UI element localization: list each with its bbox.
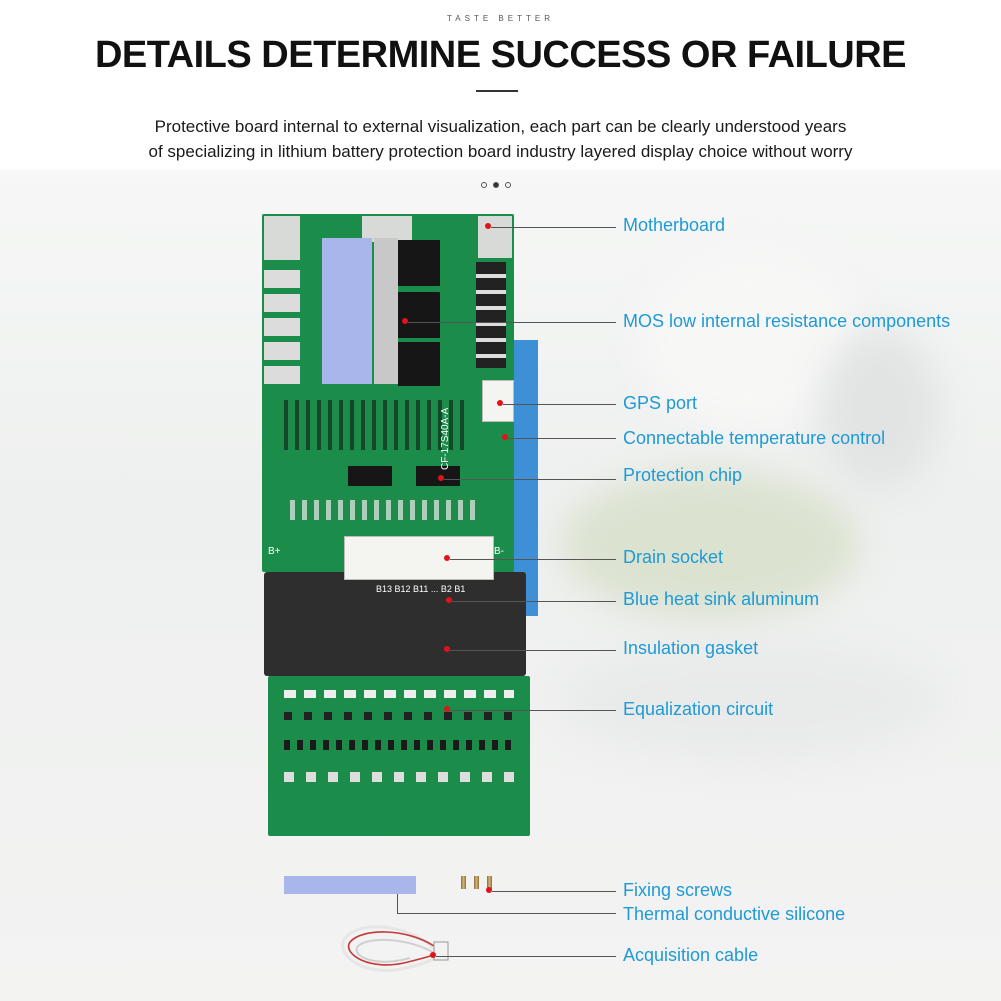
leader-line — [450, 559, 616, 560]
trace-area — [290, 500, 480, 520]
label-thermal-silicone: Thermal conductive silicone — [623, 904, 846, 924]
label-mos: MOS low internal resistance components — [623, 311, 951, 331]
leader-line — [408, 322, 616, 323]
subtitle-line-1: Protective board internal to external vi… — [154, 117, 847, 136]
leader-line — [397, 913, 616, 914]
label-temperature-control: Connectable temperature control — [623, 428, 886, 448]
pad-strip — [264, 270, 300, 388]
mos-frame — [374, 238, 398, 384]
label-acquisition-cable: Acquisition cable — [623, 945, 759, 965]
drain-socket-connector — [344, 536, 494, 580]
resistor-row — [284, 690, 514, 698]
marker-cable — [430, 952, 436, 958]
fixing-screw — [474, 876, 479, 889]
label-protection-chip: Protection chip — [623, 465, 743, 485]
leader-line — [450, 650, 616, 651]
leader-line — [450, 710, 616, 711]
background-table — [560, 640, 940, 760]
marker-mos — [402, 318, 408, 324]
leader-line — [436, 956, 616, 957]
carousel-dot[interactable] — [505, 182, 511, 188]
marker-temperature-control — [502, 434, 508, 440]
subtitle-line-2: of specializing in lithium battery prote… — [148, 142, 853, 161]
leader-line — [508, 438, 616, 439]
insulation-gasket — [264, 572, 526, 676]
label-drain-socket: Drain socket — [623, 547, 724, 567]
label-insulation-gasket: Insulation gasket — [623, 638, 759, 658]
leader-line — [452, 601, 616, 602]
equalization-board — [268, 676, 530, 836]
marker-screws — [486, 887, 492, 893]
marker-gps-port — [497, 400, 503, 406]
carousel-dots[interactable] — [481, 182, 511, 188]
pin-labels: B13 B12 B11 ... B2 B1 — [376, 584, 466, 594]
transistor-row — [284, 740, 514, 750]
background-frame — [820, 330, 940, 490]
model-mark: CF-17S40A-A — [440, 407, 451, 470]
acquisition-cable — [341, 925, 449, 972]
leader-line — [503, 404, 616, 405]
label-heatsink: Blue heat sink aluminum — [623, 589, 820, 609]
marker-drain-socket — [444, 555, 450, 561]
leader-line-vertical — [397, 894, 398, 913]
label-fixing-screws: Fixing screws — [623, 880, 733, 900]
label-gps-port: GPS port — [623, 393, 698, 413]
resistor-row — [284, 772, 514, 782]
marker-gasket — [444, 646, 450, 652]
marker-motherboard — [485, 223, 491, 229]
label-motherboard: Motherboard — [623, 215, 726, 235]
marker-protection-chip — [438, 475, 444, 481]
marker-equalization — [444, 706, 450, 712]
thermal-pad-on-board — [322, 238, 372, 384]
background-sofa — [560, 470, 860, 620]
mos-transistor — [398, 342, 440, 386]
fixing-screw — [461, 876, 466, 889]
page-title: DETAILS DETERMINE SUCCESS OR FAILURE — [94, 34, 907, 76]
smd-array — [284, 400, 464, 450]
copper-pad — [478, 216, 512, 258]
leader-line — [492, 891, 616, 892]
copper-pad — [362, 216, 412, 242]
label-equalization: Equalization circuit — [623, 699, 774, 719]
marker-heatsink — [446, 597, 452, 603]
mos-transistor — [398, 292, 440, 338]
thermal-silicone-strip — [284, 876, 416, 894]
component-column — [476, 262, 506, 368]
b-minus-mark: B- — [494, 546, 504, 557]
b-plus-mark: B+ — [268, 546, 281, 557]
protection-chip — [348, 466, 392, 486]
title-divider — [476, 90, 518, 92]
carousel-dot-active[interactable] — [493, 182, 499, 188]
copper-pad — [264, 216, 300, 260]
leader-line — [491, 227, 616, 228]
mos-transistor — [398, 240, 440, 286]
resistor-row — [284, 712, 514, 720]
tagline: TASTE BETTER — [447, 14, 554, 23]
leader-line — [444, 479, 616, 480]
fixing-screw — [487, 876, 492, 889]
carousel-dot[interactable] — [481, 182, 487, 188]
